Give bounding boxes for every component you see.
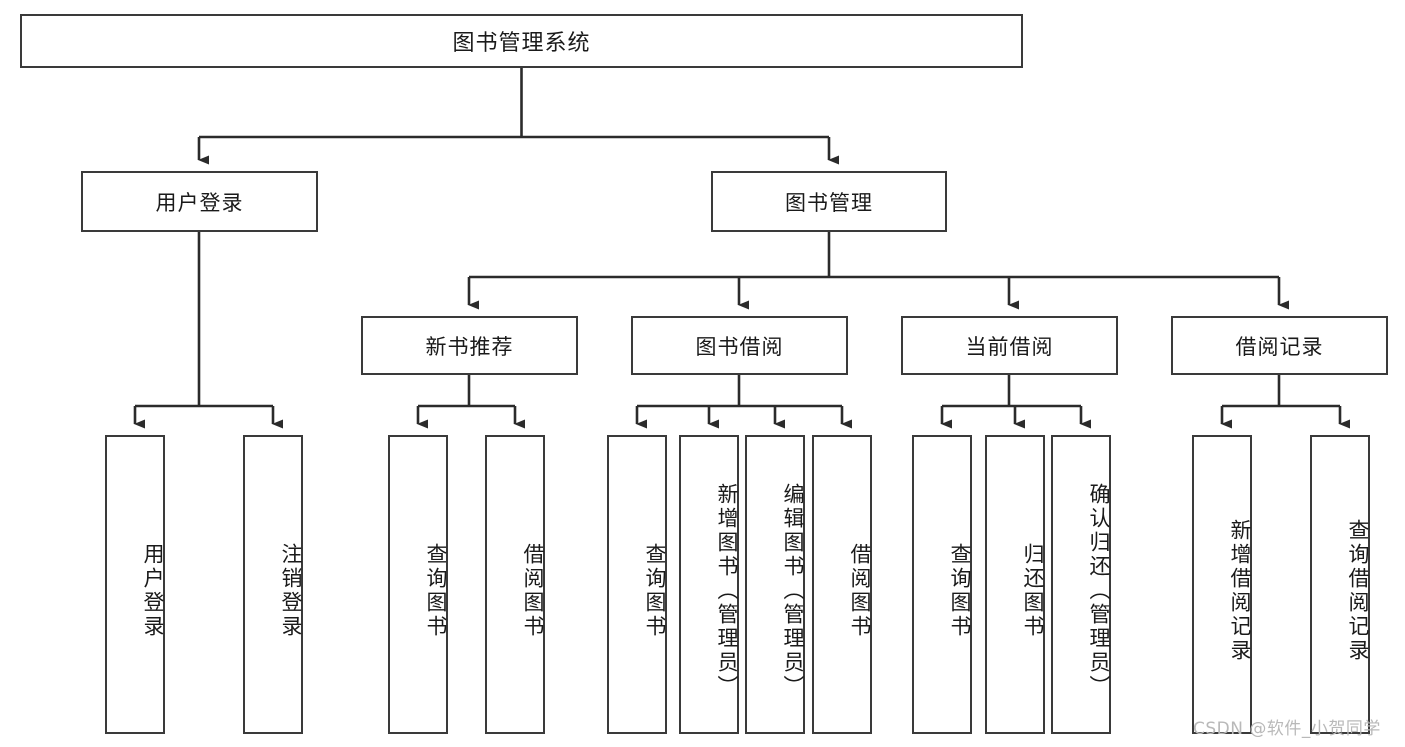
leaf-label: 查询图书 xyxy=(948,542,972,639)
leaf-logout-login[interactable]: 注销登录 xyxy=(243,435,303,734)
leaf-label: 归还图书 xyxy=(1021,542,1045,639)
leaf-label: 确认归还（管理员） xyxy=(1087,482,1111,699)
leaf-query-borrow-record[interactable]: 查询借阅记录 xyxy=(1310,435,1370,734)
leaf-add-borrow-record[interactable]: 新增借阅记录 xyxy=(1192,435,1252,734)
leaf-label: 借阅图书 xyxy=(521,542,545,639)
leaf-return-book[interactable]: 归还图书 xyxy=(985,435,1045,734)
leaf-borrow-book[interactable]: 借阅图书 xyxy=(812,435,872,734)
leaf-query-book-current[interactable]: 查询图书 xyxy=(912,435,972,734)
node-borrow-record[interactable]: 借阅记录 xyxy=(1171,316,1388,375)
leaf-edit-book-admin[interactable]: 编辑图书（管理员） xyxy=(745,435,805,734)
leaf-label: 查询图书 xyxy=(424,542,448,639)
csdn-watermark: CSDN @软件_小贺同学 xyxy=(1193,719,1381,739)
node-root[interactable]: 图书管理系统 xyxy=(20,14,1023,68)
leaf-label: 用户登录 xyxy=(141,542,165,639)
leaf-query-book-borrow[interactable]: 查询图书 xyxy=(607,435,667,734)
node-new-book-recommend[interactable]: 新书推荐 xyxy=(361,316,578,375)
leaf-label: 新增借阅记录 xyxy=(1228,518,1252,663)
leaf-label: 查询图书 xyxy=(643,542,667,639)
node-user-login[interactable]: 用户登录 xyxy=(81,171,318,232)
leaf-user-login[interactable]: 用户登录 xyxy=(105,435,165,734)
leaf-borrow-book-recommend[interactable]: 借阅图书 xyxy=(485,435,545,734)
leaf-query-book-recommend[interactable]: 查询图书 xyxy=(388,435,448,734)
leaf-label: 编辑图书（管理员） xyxy=(781,482,805,699)
node-book-manage[interactable]: 图书管理 xyxy=(711,171,947,232)
leaf-label: 新增图书（管理员） xyxy=(715,482,739,699)
leaf-add-book-admin[interactable]: 新增图书（管理员） xyxy=(679,435,739,734)
leaf-confirm-return-admin[interactable]: 确认归还（管理员） xyxy=(1051,435,1111,734)
node-book-borrow[interactable]: 图书借阅 xyxy=(631,316,848,375)
leaf-label: 注销登录 xyxy=(279,542,303,639)
leaf-label: 查询借阅记录 xyxy=(1346,518,1370,663)
leaf-label: 借阅图书 xyxy=(848,542,872,639)
node-current-borrow[interactable]: 当前借阅 xyxy=(901,316,1118,375)
